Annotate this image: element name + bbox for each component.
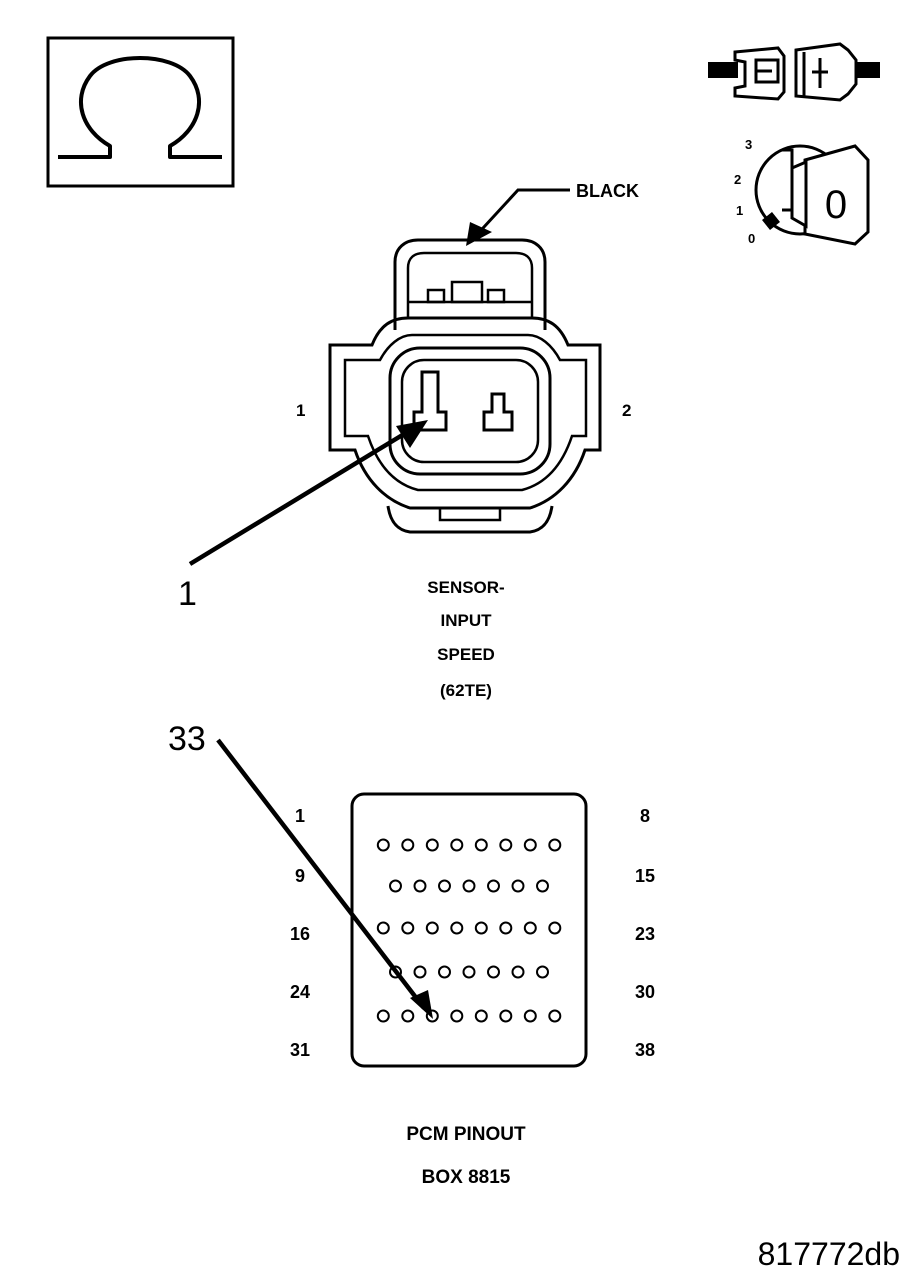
pcm-row-label-left: 31 (290, 1040, 310, 1060)
pcm-pin (523, 1009, 537, 1023)
sensor-caption-line-2: INPUT (441, 611, 493, 630)
pcm-pin (413, 965, 427, 979)
pcm-pin (462, 965, 476, 979)
pcm-pin (450, 921, 464, 935)
disconnected-connector-icon (708, 42, 880, 102)
ignition-position-0: 0 (748, 231, 755, 246)
pcm-caption-line-1: PCM PINOUT (406, 1124, 526, 1145)
pcm-pin (487, 879, 500, 893)
pcm-row-label-right: 15 (635, 866, 655, 886)
pcm-pin (462, 879, 476, 893)
pcm-pin (401, 921, 415, 935)
pcm-pin (523, 838, 537, 852)
pcm-pin (450, 838, 464, 852)
pcm-pin (425, 921, 439, 935)
pcm-pin (499, 1009, 513, 1023)
pcm-row-label-left: 24 (290, 982, 310, 1002)
pcm-pin (376, 1009, 390, 1023)
pcm-pin (536, 965, 549, 979)
color-leader: BLACK (466, 181, 639, 246)
pcm-row-label-right: 38 (635, 1040, 655, 1060)
connector-color-label: BLACK (576, 181, 639, 201)
pcm-pin (499, 838, 513, 852)
pcm-pin (474, 921, 488, 935)
pcm-pin-grid (376, 838, 562, 1023)
pcm-row-labels-right: 8 15 23 30 38 (635, 806, 655, 1060)
pcm-pin (548, 921, 562, 935)
sensor-connector: 1 2 (296, 238, 631, 534)
ignition-key-mark: 0 (825, 183, 847, 227)
pcm-row-label-right: 8 (640, 806, 650, 826)
sensor-caption: SENSOR- INPUT SPEED (62TE) (427, 578, 504, 700)
pcm-pin (413, 879, 427, 893)
pcm-pin (474, 838, 488, 852)
sensor-callout-number: 1 (178, 575, 197, 613)
pcm-pin (376, 838, 390, 852)
pcm-row-label-left: 9 (295, 866, 305, 886)
pcm-pin (376, 921, 390, 935)
ohmmeter-symbol (46, 36, 235, 188)
pcm-pin-callout: 33 (168, 720, 433, 1019)
pcm-pin (536, 879, 549, 893)
pcm-row-label-left: 1 (295, 806, 305, 826)
pcm-row-labels-left: 1 9 16 24 31 (290, 806, 310, 1060)
pcm-pin (511, 879, 525, 893)
pcm-pin (474, 1009, 488, 1023)
pcm-pin (389, 879, 402, 893)
pcm-pin (548, 838, 562, 852)
ignition-key-icon: 3 2 1 0 0 (734, 137, 870, 246)
pcm-connector: 1 9 16 24 31 8 15 23 30 38 (290, 792, 655, 1068)
pcm-pin (487, 965, 500, 979)
pcm-pin (523, 921, 537, 935)
pcm-pin (511, 965, 525, 979)
ignition-position-1: 1 (736, 203, 743, 218)
pcm-row-label-right: 30 (635, 982, 655, 1002)
pcm-pin (450, 1009, 464, 1023)
pcm-row-label-right: 23 (635, 924, 655, 944)
pcm-pin (499, 921, 513, 935)
pcm-pin (438, 879, 451, 893)
pcm-caption-line-2: BOX 8815 (422, 1167, 511, 1188)
sensor-caption-line-3: SPEED (437, 645, 495, 664)
pcm-pin (548, 1009, 562, 1023)
sensor-caption-line-1: SENSOR- (427, 578, 504, 597)
pcm-pin (438, 965, 451, 979)
ignition-position-2: 2 (734, 172, 741, 187)
ignition-position-3: 3 (745, 137, 752, 152)
sensor-caption-line-4: (62TE) (440, 681, 492, 700)
pcm-caption: PCM PINOUT BOX 8815 (406, 1124, 526, 1188)
figure-id: 817772db (758, 1236, 900, 1272)
pcm-pin (401, 838, 415, 852)
pcm-pin (425, 838, 439, 852)
pcm-pin (401, 1009, 415, 1023)
pcm-callout-number: 33 (168, 720, 206, 758)
pcm-row-label-left: 16 (290, 924, 310, 944)
sensor-pin-label-left: 1 (296, 401, 305, 420)
sensor-pin-callout: 1 (178, 420, 428, 613)
sensor-pin-label-right: 2 (622, 401, 631, 420)
